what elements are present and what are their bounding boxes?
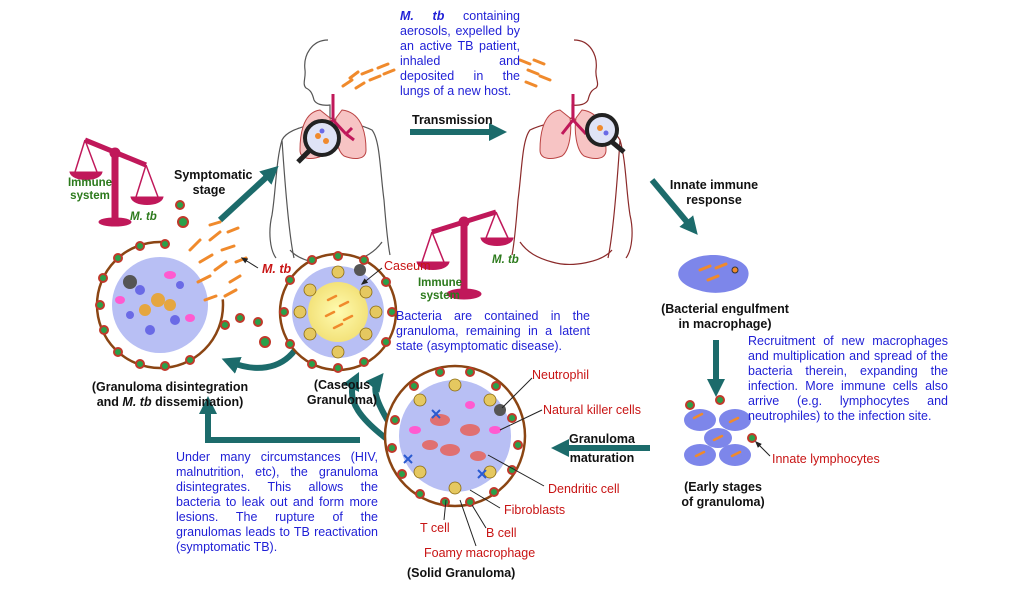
early-stages-label: (Early stages of granuloma) <box>681 480 765 509</box>
t-cell-label: T cell <box>420 521 450 535</box>
lungs-right-icon <box>539 94 626 159</box>
scale-left-immune-label: Immune system <box>67 177 113 202</box>
lungs-left-icon <box>296 94 367 164</box>
symptomatic-arrow <box>217 165 279 223</box>
human-body-right-icon <box>511 39 633 265</box>
b-cell-label: B cell <box>486 526 517 540</box>
aerosol-bacteria-icon <box>341 58 552 90</box>
reactivation-description: Under many circumstances (HIV, malnutrit… <box>176 450 378 554</box>
caseum-label: Caseum <box>384 259 431 273</box>
recruitment-description: Recruitment of new macrophages and multi… <box>748 334 948 423</box>
flow-arrows <box>199 123 725 457</box>
nk-cells-label: Natural killer cells <box>543 403 641 417</box>
disintegration-label: (Granuloma disintegration and M. tb diss… <box>91 380 249 409</box>
released-bacteria-icon <box>188 220 248 302</box>
innate-lymphocytes-label: Innate lymphocytes <box>772 452 880 466</box>
aerosol-mtb: M. tb <box>400 9 445 23</box>
aerosol-description: M. tb containing aerosols, expelled by a… <box>400 9 520 99</box>
solid-to-disintegration-arrow <box>199 396 360 443</box>
fibroblasts-label: Fibroblasts <box>504 503 566 517</box>
mtb-label: M. tb <box>262 262 292 276</box>
aerosol-rest: containing aerosols, expelled by an acti… <box>400 9 520 98</box>
symptomatic-stage-label: Symptomatic stage <box>174 168 253 197</box>
solid-granuloma-icon <box>383 364 527 508</box>
caseous-granuloma-icon <box>278 251 398 373</box>
innate-response-label: Innate immune response <box>669 178 759 207</box>
transmission-label: Transmission <box>412 113 493 127</box>
foamy-macrophage-label: Foamy macrophage <box>424 546 536 560</box>
scale-center-mtb-label: M. tb <box>492 254 519 266</box>
macrophage-engulfment-icon <box>678 255 749 293</box>
caseous-granuloma-label: (Caseous Granuloma) <box>306 378 378 407</box>
dendritic-cell-label: Dendritic cell <box>548 482 620 496</box>
early-granuloma-icon <box>684 395 757 466</box>
innate-response-arrow <box>649 178 698 235</box>
engulfment-label: (Bacterial engulfment in macrophage) <box>661 302 789 331</box>
neutrophil-label: Neutrophil <box>532 368 589 382</box>
disintegrating-granuloma-icon <box>95 200 271 371</box>
balance-scale-left-icon <box>69 137 164 227</box>
scale-center-immune-label: Immune system <box>417 277 463 302</box>
solid-granuloma-label: (Solid Granuloma) <box>407 566 516 580</box>
solid-granuloma-pointers <box>443 377 545 547</box>
scale-left-mtb-label: M. tb <box>130 211 157 223</box>
balance-scale-center-icon <box>416 209 514 300</box>
latent-description: Bacteria are contained in the granuloma,… <box>396 309 590 353</box>
granuloma-maturation-label: Granuloma maturation <box>569 432 635 465</box>
caseous-to-disintegration-arrow <box>221 348 298 374</box>
